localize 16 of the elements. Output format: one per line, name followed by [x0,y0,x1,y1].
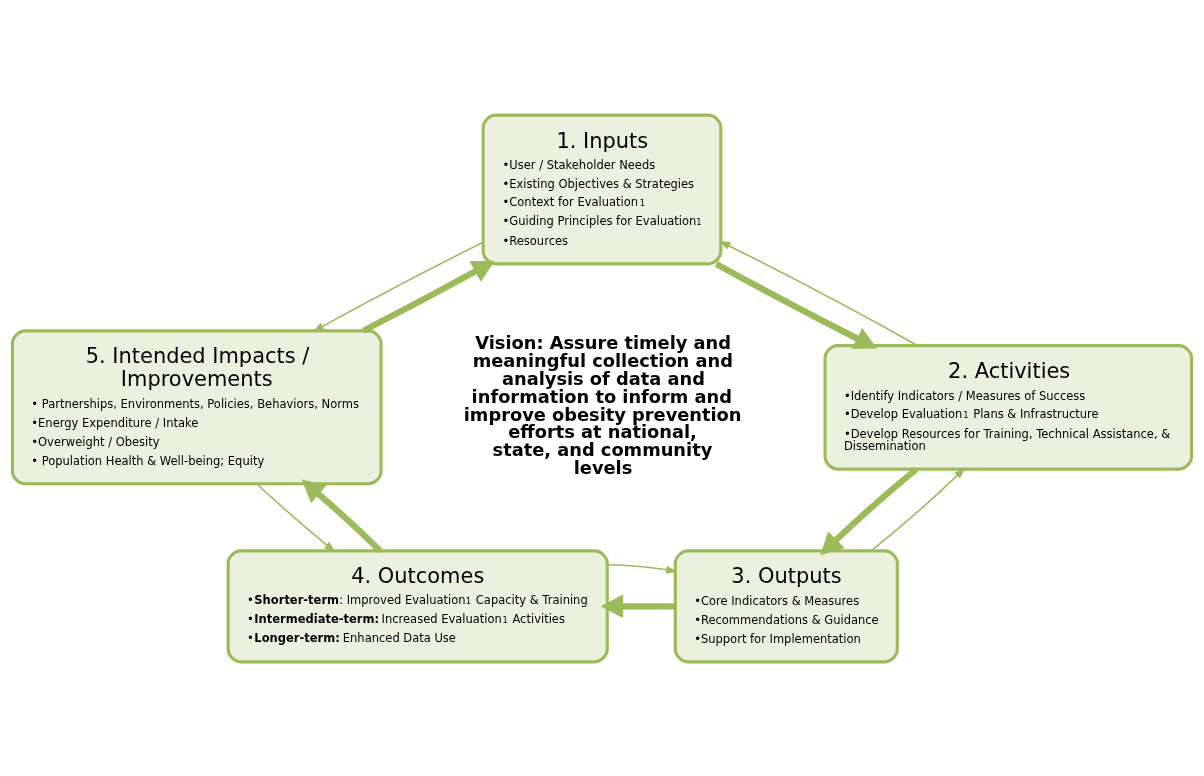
arrow [301,479,383,553]
node-box: 5. Intended Impacts / Improvements • Partnerships, Environments, Policies, Behaviors, Norms •Energy Expenditure / Intake •Overweight / Obesity • Population Health & Well-being; Equity [10,328,383,485]
arrow [870,467,966,551]
node-box: 4. Outcomes •Shorter-term: Improved Evaluation1 Capacity & Training •Intermediate-term: Increased Evaluation1 Activities •Longer-term: Enhanced Data Use [226,548,609,663]
arrow [256,482,336,552]
arrow [312,240,484,332]
arrow [600,594,676,618]
arrow [606,563,678,574]
label: Vision: Assure timely and meaningful collection and analysis of data and information to inform and improve obesity prevention efforts at national, state, and community levels [463,331,742,478]
arrow [362,260,495,334]
node-box: 1. Inputs •User / Stakeholder Needs •Existing Objectives & Strategies •Context for Evaluation1 •Guiding Principles for Evaluation1 •Resources [481,113,723,265]
arrow [714,260,878,349]
node-box: 2. Activities •Identify Indicators / Measures of Success •Develop Evaluation1 Plans & Infrastructure •Develop Resources for Training, Technical Assistance, & Dissemination [823,343,1194,471]
arrow [718,240,919,346]
arrow [820,466,919,555]
node-box: 3. Outputs •Core Indicators & Measures •Recommendations & Guidance •Support for Implementation [673,548,899,663]
